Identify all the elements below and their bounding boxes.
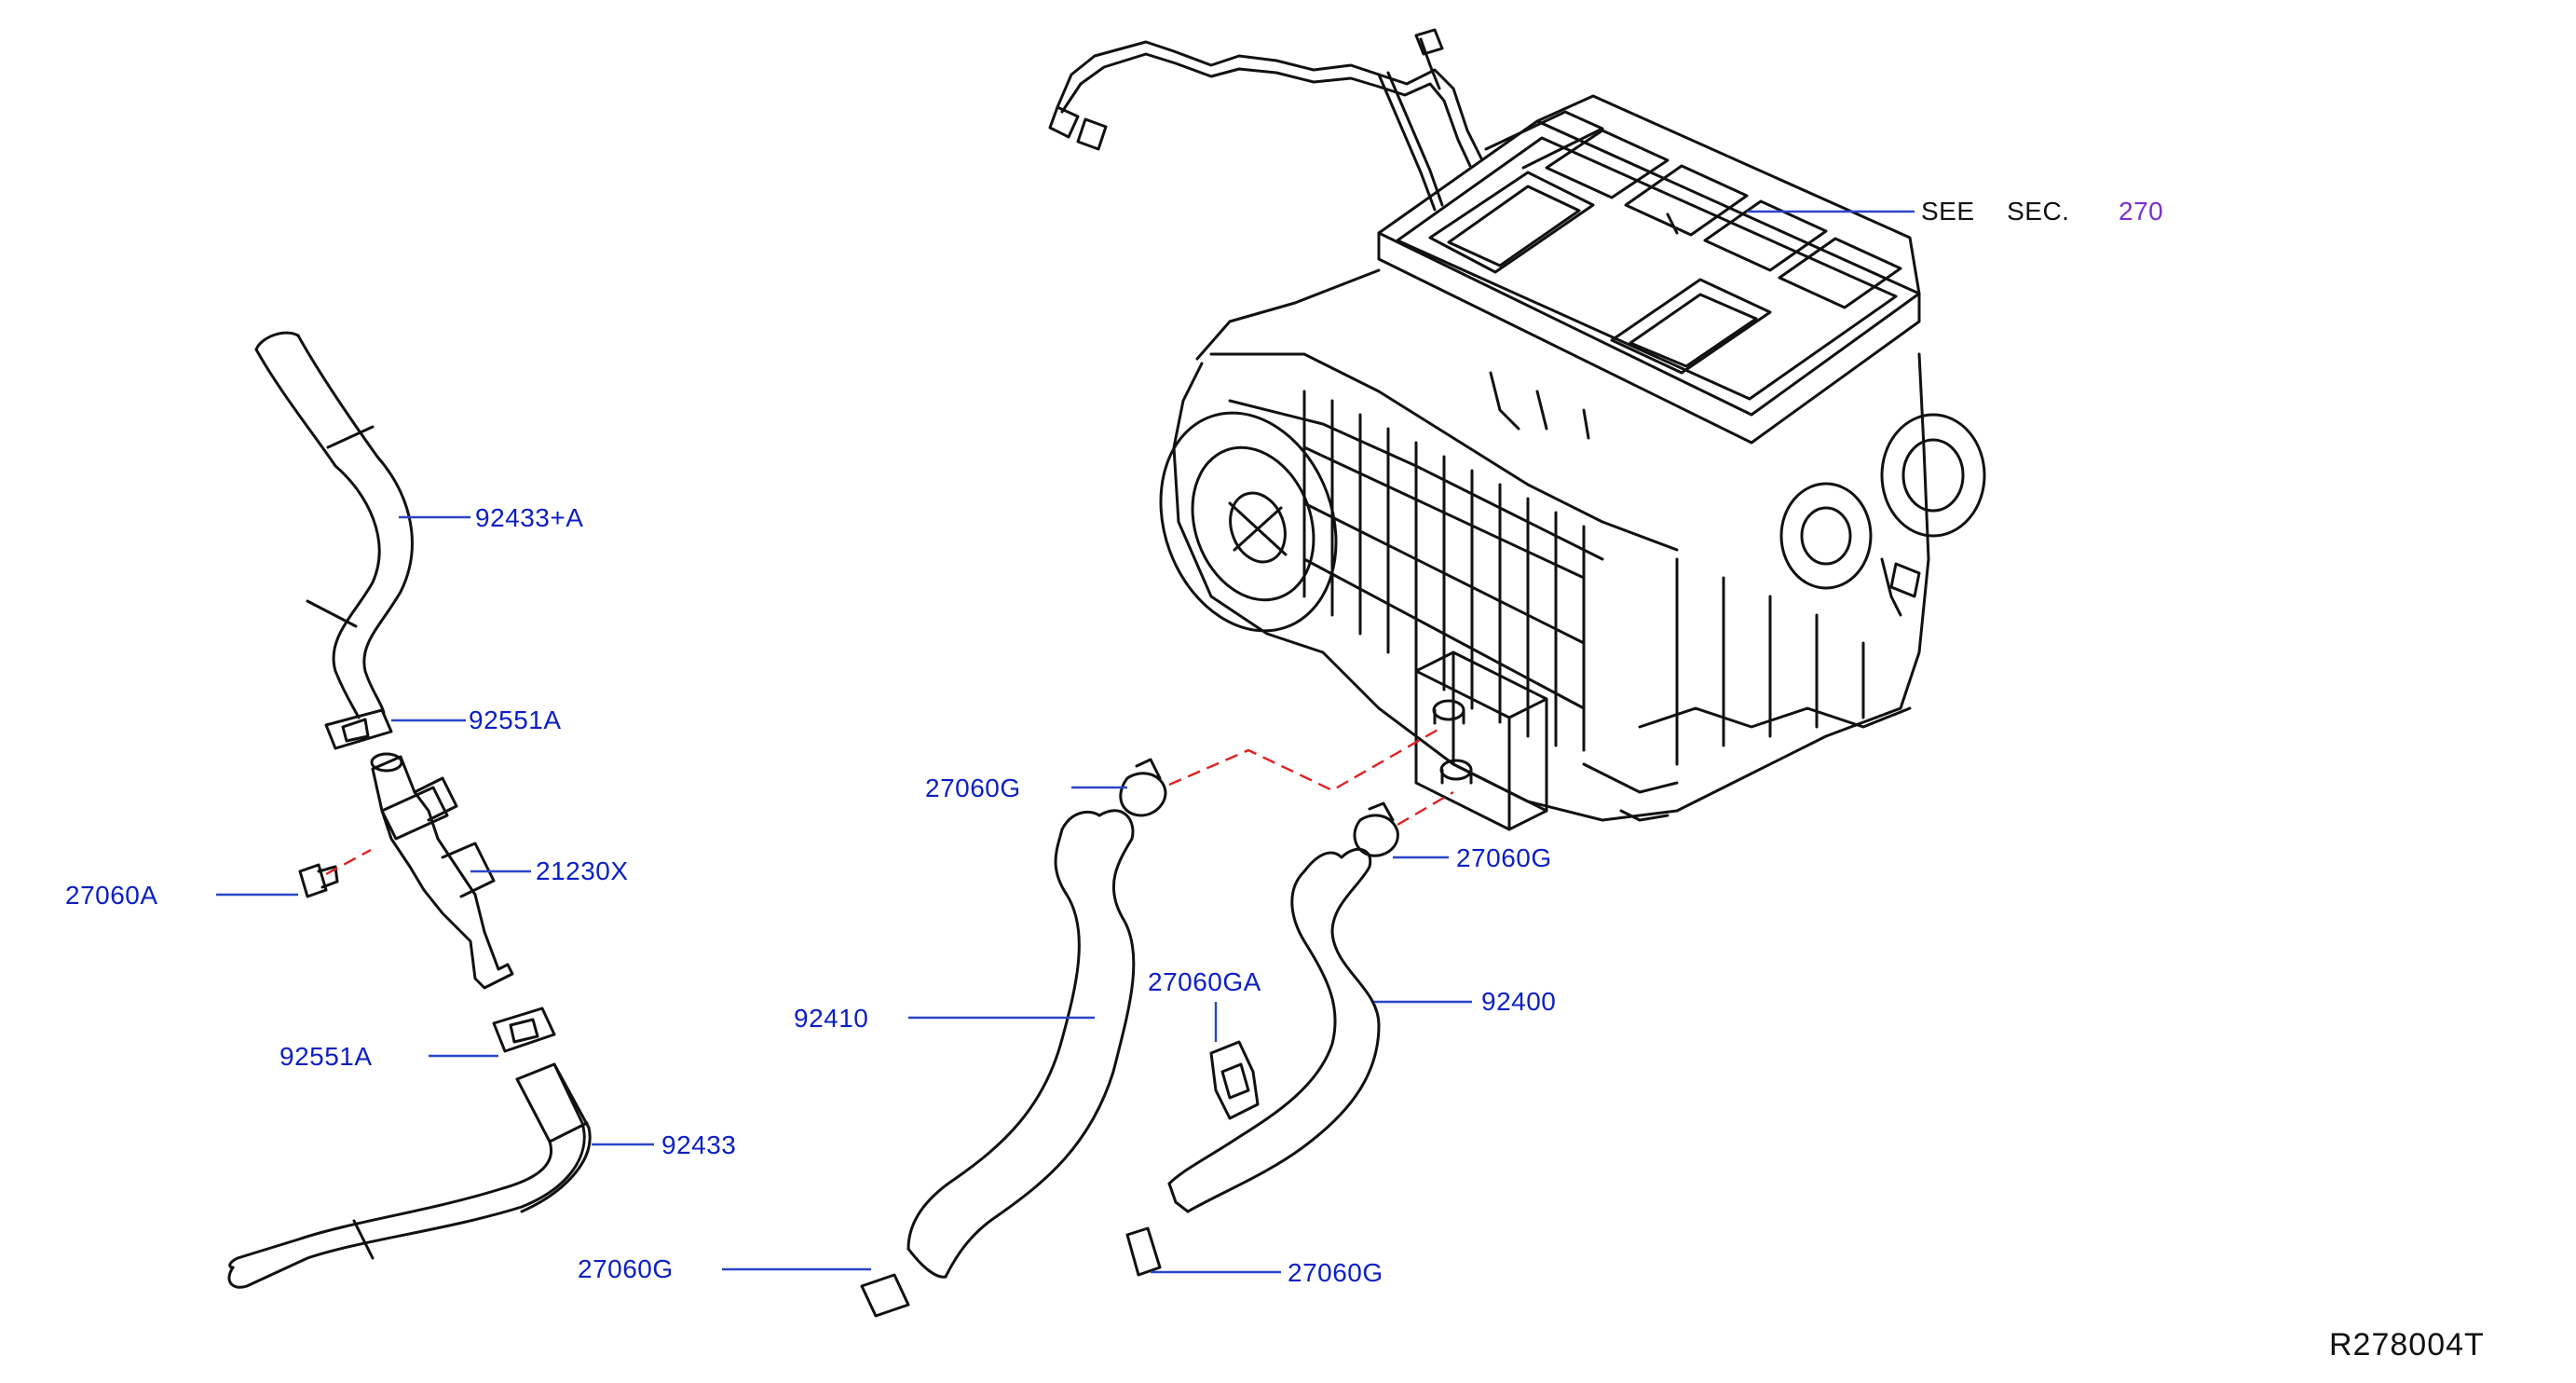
callout-label-92410[interactable]: 92410 — [794, 1004, 869, 1033]
hose-92433a-drawing — [254, 331, 414, 719]
see-word: SEE — [1921, 197, 1975, 226]
callout-label-92551a-bottom[interactable]: 92551A — [279, 1042, 373, 1071]
see-section-note: SEE SEC. 270 — [1921, 199, 2163, 225]
hose-92400-drawing — [1167, 847, 1381, 1213]
bolt-27060a-drawing — [298, 863, 339, 898]
clamp-27060g-ll-drawing — [860, 1273, 910, 1318]
callout-label-27060g-upper-right[interactable]: 27060G — [1456, 843, 1552, 872]
leader-lines — [216, 210, 1915, 1274]
diagram-reference-code: R278004T — [2329, 1327, 2485, 1362]
clamp-27060g-ur-drawing — [1353, 801, 1399, 857]
sec-word: SEC. — [2007, 197, 2070, 226]
bracket-27060ga-drawing — [1209, 1040, 1260, 1120]
clip-92551a-bottom-drawing — [492, 1006, 556, 1053]
callout-label-27060ga[interactable]: 27060GA — [1148, 967, 1261, 996]
callout-label-27060g-upper-left[interactable]: 27060G — [925, 774, 1021, 802]
heater-unit-drawing — [1048, 28, 1986, 831]
callout-label-92433[interactable]: 92433 — [661, 1130, 737, 1159]
clamp-27060g-lr-drawing — [1125, 1226, 1162, 1277]
callout-label-21230x[interactable]: 21230X — [536, 856, 629, 885]
callout-label-27060a[interactable]: 27060A — [65, 881, 158, 910]
callout-label-92400[interactable]: 92400 — [1481, 987, 1557, 1016]
clamp-27060g-ul-drawing — [1119, 758, 1167, 817]
callout-label-92551a-top[interactable]: 92551A — [469, 705, 562, 734]
valve-21230x-drawing — [370, 752, 514, 990]
dashed-lines — [325, 727, 1454, 876]
section-number[interactable]: 270 — [2119, 197, 2164, 226]
clip-92551a-top-drawing — [324, 708, 393, 750]
hose-92433-drawing — [227, 1062, 592, 1289]
hose-92410-drawing — [906, 809, 1136, 1279]
callout-label-92433a[interactable]: 92433+A — [475, 503, 584, 532]
callout-label-27060g-lower-left[interactable]: 27060G — [578, 1254, 674, 1283]
callout-label-27060g-lower-right[interactable]: 27060G — [1288, 1258, 1383, 1287]
